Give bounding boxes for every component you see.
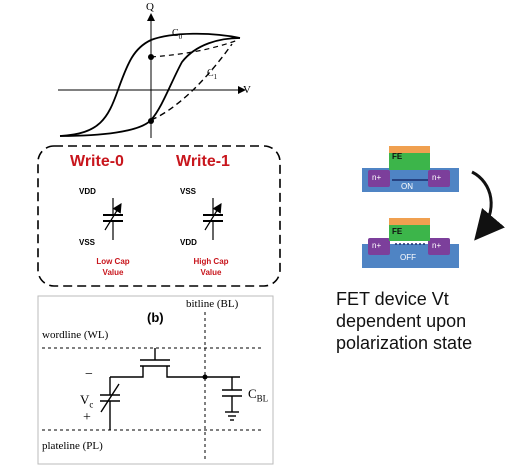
variable-capacitor-write0: [103, 198, 123, 240]
v-axis-label: V: [243, 84, 251, 96]
fet-caption: FET device Vt dependent upon polarizatio…: [336, 288, 526, 354]
fet-off-device: [362, 218, 459, 268]
fe-label-off: FE: [392, 227, 403, 236]
bitline-label: bitline (BL): [186, 298, 239, 310]
c1-letter: C: [207, 68, 214, 79]
plateline-label: plateline (PL): [42, 440, 103, 452]
write0-cap-value: Low Cap Value: [88, 256, 138, 278]
write0-title: Write-0: [70, 153, 124, 170]
write-box: [37, 145, 281, 287]
minus-sign: −: [85, 367, 93, 382]
variable-capacitor-write1: [203, 198, 223, 240]
c0-loop-lower: [59, 37, 241, 137]
vc-label: Vc: [80, 392, 93, 410]
write0-top-label: VDD: [79, 187, 96, 196]
plus-sign: +: [83, 410, 91, 425]
transition-arrow-icon: [471, 170, 505, 241]
write1-bottom-label: VDD: [180, 238, 197, 247]
caption-line2: dependent upon: [336, 311, 467, 331]
write1-top-label: VSS: [180, 187, 197, 196]
write1-cap-value: High Cap Value: [186, 256, 236, 278]
panel-label: (b): [147, 310, 164, 325]
write1-cap-value-line2: Value: [200, 268, 222, 277]
circuit-frame: [37, 295, 274, 465]
c0-letter: C: [172, 28, 179, 39]
wordline-label: wordline (WL): [42, 329, 109, 341]
access-transistor: [110, 348, 240, 378]
node-dot: [202, 374, 208, 380]
on-label: ON: [401, 182, 413, 191]
fe-label-on: FE: [392, 152, 403, 161]
q-axis-label: Q: [146, 1, 154, 13]
c0-loop-upper: [59, 32, 241, 137]
write1-cap-value-line1: High Cap: [193, 257, 229, 266]
remanent-negative-dot: [148, 118, 154, 124]
cbl-subscript: BL: [256, 393, 269, 404]
c0-subscript: 0: [178, 33, 183, 41]
write1-title: Write-1: [176, 153, 230, 170]
c1-subscript: 1: [213, 73, 218, 81]
cbl-letter: C: [248, 386, 257, 401]
source-label-on: n+: [372, 173, 382, 182]
c1-upper-dash: [150, 39, 239, 58]
caption-line3: polarization state: [336, 333, 473, 353]
cell-capacitor: [100, 377, 120, 430]
vc-subscript: c: [89, 399, 94, 410]
c1-label: C1: [207, 68, 217, 81]
fet-on-device: [362, 146, 459, 192]
source-label-off: n+: [372, 241, 382, 250]
cbl-label: CBL: [248, 386, 268, 404]
remanent-positive-dot: [148, 54, 154, 60]
write0-cap-value-line1: Low Cap: [96, 257, 130, 266]
drain-label-off: n+: [432, 241, 442, 250]
write0-bottom-label: VSS: [79, 238, 96, 247]
vc-letter: V: [80, 392, 90, 407]
bitline-capacitor: [222, 377, 242, 421]
caption-line1: FET device Vt: [336, 289, 449, 309]
c0-label: C0: [172, 28, 182, 41]
drain-label-on: n+: [432, 173, 442, 182]
off-label: OFF: [400, 253, 416, 262]
write0-cap-value-line2: Value: [102, 268, 124, 277]
